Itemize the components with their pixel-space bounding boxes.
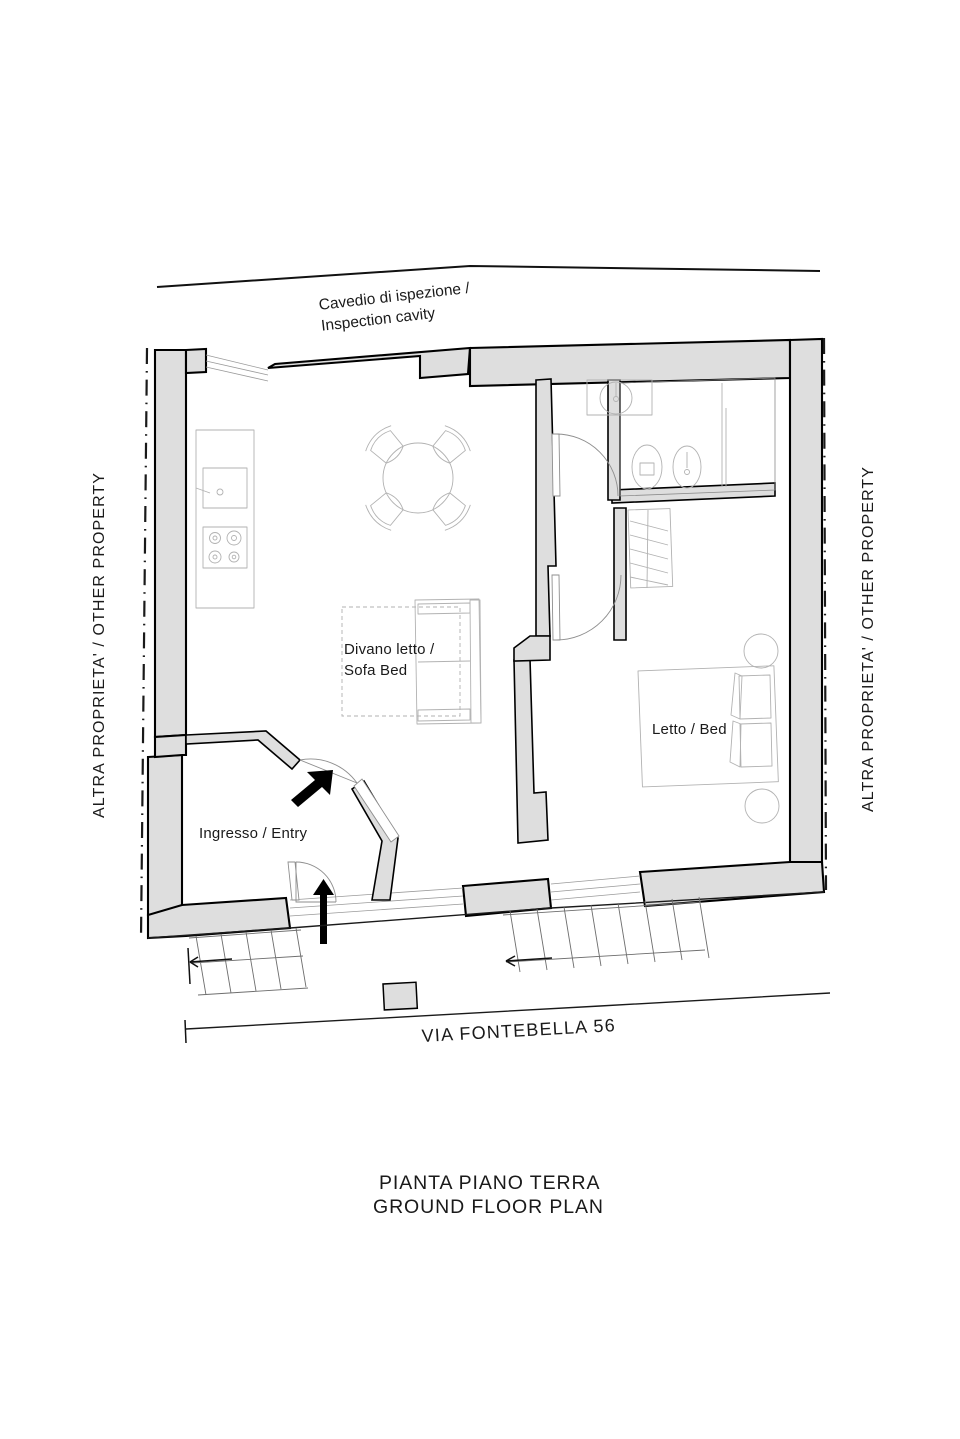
svg-text:ALTRA PROPRIETA' / OTHER PROPE: ALTRA PROPRIETA' / OTHER PROPERTY	[860, 466, 877, 812]
street-dimension-tick	[184, 1019, 187, 1044]
sofa-bed	[341, 598, 482, 725]
dining-table	[365, 425, 471, 531]
svg-text:ALTRA PROPRIETA' / OTHER PROPE: ALTRA PROPRIETA' / OTHER PROPERTY	[91, 472, 108, 818]
wall-right	[788, 337, 824, 870]
building	[146, 337, 826, 944]
room-labels: Divano letto / Sofa Bed Letto / Bed Ingr…	[199, 641, 727, 842]
title-it: PIANTA PIANO TERRA	[379, 1172, 600, 1194]
bathroom-fixtures	[586, 379, 727, 490]
nightstand-round	[743, 633, 779, 669]
kitchen-counter	[195, 429, 255, 609]
bed-label: Letto / Bed	[652, 721, 727, 738]
entry-arrow-up	[313, 879, 334, 944]
interior-floor	[186, 352, 790, 905]
window-top-left	[205, 354, 269, 382]
sofa-bed-label-line1: Divano letto /	[344, 641, 435, 658]
street-manhole	[382, 981, 419, 1011]
boundary-left	[139, 347, 149, 939]
sofa-bed-label-line2: Sofa Bed	[344, 662, 407, 679]
interior-partitions	[185, 378, 776, 901]
partition-bed-jog	[513, 635, 551, 662]
bed-mattress	[637, 665, 779, 788]
sofa-icon	[414, 598, 482, 725]
street-area: VIA FONTEBELLA 56	[147, 891, 831, 1046]
wall-left	[153, 348, 188, 739]
title-block: PIANTA PIANO TERRA GROUND FLOOR PLAN	[373, 1172, 604, 1218]
bed-pillows	[729, 672, 773, 768]
nightstand-round	[744, 788, 780, 824]
toilet-icon	[631, 444, 663, 490]
bedroom-door[interactable]	[551, 574, 622, 641]
wall-left-lower	[146, 753, 184, 917]
entry-door-inner[interactable]	[291, 758, 400, 843]
dining-chair	[432, 425, 471, 464]
dining-chair	[432, 492, 471, 531]
partition-entry-diagonal	[350, 779, 399, 901]
bathroom-outline	[619, 377, 776, 497]
washbasin-icon	[586, 379, 653, 416]
inspection-cavity-boundary	[156, 264, 821, 288]
property-boundaries	[139, 337, 828, 939]
sofa-bed-extension	[341, 606, 461, 717]
sink-icon	[195, 467, 248, 509]
entry-label: Ingresso / Entry	[199, 825, 308, 842]
stair-right	[502, 896, 710, 973]
boundary-right	[822, 337, 828, 891]
stair-left	[187, 927, 309, 996]
dining-chair	[365, 492, 404, 531]
wardrobe-closet	[627, 508, 674, 589]
partition-entry-angled	[185, 730, 302, 771]
double-bed	[637, 633, 780, 824]
street-edge-bottom	[185, 992, 831, 1030]
left-boundary-label: ALTRA PROPRIETA' / OTHER PROPERTY	[91, 472, 108, 818]
stair-left-arrow	[189, 958, 233, 963]
partition-closet-left	[613, 507, 627, 641]
wall-top-main	[267, 346, 472, 380]
shower-column-icon	[721, 383, 727, 487]
stair-right-arrow	[505, 957, 553, 962]
bathroom-door[interactable]	[551, 433, 619, 497]
cooktop-icon	[202, 526, 248, 569]
bidet-icon	[672, 445, 702, 489]
entry-arrow-diagonal	[291, 770, 333, 807]
dining-chair	[365, 425, 404, 464]
wall-top-left	[184, 347, 208, 375]
street-edge-top	[147, 891, 825, 939]
entry-door-outer[interactable]	[287, 861, 337, 944]
right-boundary-label: ALTRA PROPRIETA' / OTHER PROPERTY	[860, 466, 877, 812]
wall-entry-jog	[153, 733, 188, 759]
window-bottom-right	[550, 875, 641, 901]
stair-left-start-tick	[187, 947, 191, 985]
title-en: GROUND FLOOR PLAN	[373, 1196, 604, 1218]
